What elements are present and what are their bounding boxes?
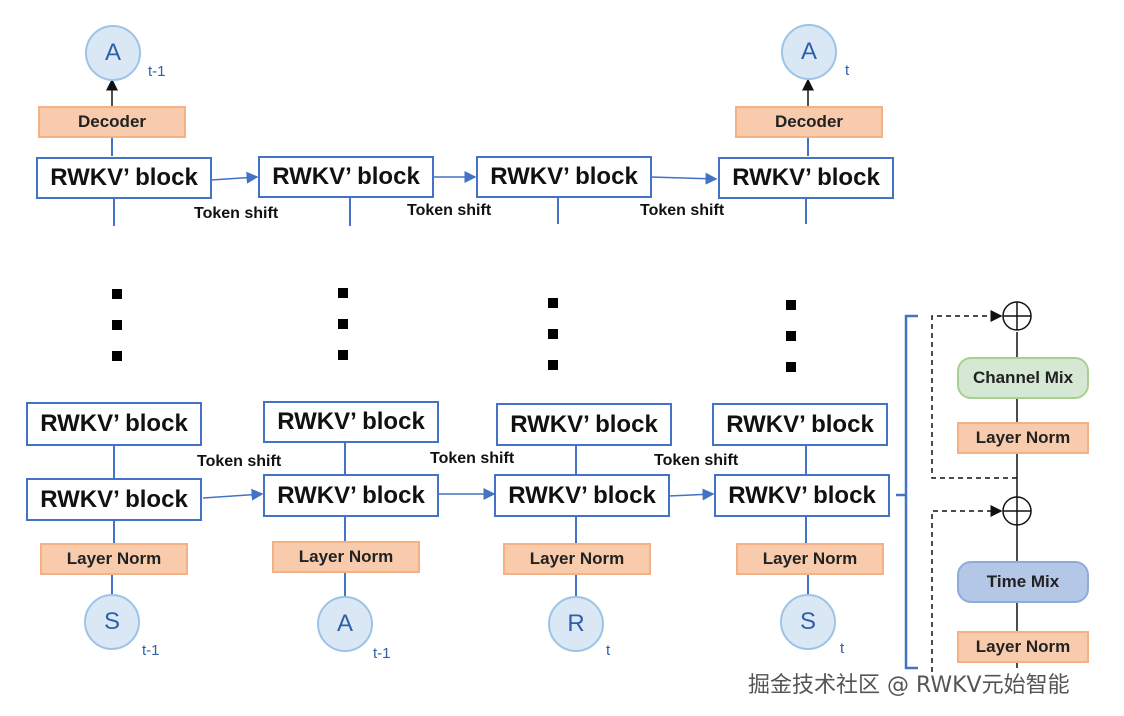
decoder-1: Decoder (38, 106, 186, 138)
bottom-shift-arrow-1 (202, 488, 264, 501)
detail-layer-norm-lower: Layer Norm (957, 631, 1089, 663)
input-subscript-1: t-1 (142, 642, 160, 659)
bottom-lower-rwkv-block-4: RWKV’ block (714, 474, 890, 517)
top-token-shift-2: Token shift (407, 202, 492, 219)
decoder-2: Decoder (735, 106, 883, 138)
output-node-2: A (781, 24, 837, 80)
ellipsis-dots (112, 288, 796, 372)
bottom-lower-rwkv-block-2: RWKV’ block (263, 474, 439, 517)
bottom-shift-arrow-3 (668, 488, 715, 501)
output-subscript-2: t (845, 62, 850, 79)
top-token-shift-3: Token shift (640, 202, 725, 219)
detail-layer-norm-upper: Layer Norm (957, 422, 1089, 454)
output-subscript-1: t-1 (148, 63, 166, 80)
bottom-lower-rwkv-block-1: RWKV’ block (26, 478, 202, 521)
layer-norm-3: Layer Norm (503, 543, 651, 575)
bottom-upper-rwkv-block-4: RWKV’ block (712, 403, 888, 446)
watermark-text: 掘金技术社区 @ RWKV元始智能 (748, 673, 1070, 698)
bottom-token-shift-2: Token shift (430, 450, 515, 467)
residual-path-lower (931, 505, 1003, 672)
input-node-4: S (780, 594, 836, 650)
output-node-1: A (85, 25, 141, 81)
input-subscript-2: t-1 (373, 645, 391, 662)
channel-mix-box: Channel Mix (957, 357, 1089, 399)
layer-norm-4: Layer Norm (736, 543, 884, 575)
top-token-shift-1: Token shift (194, 205, 279, 222)
top-rwkv-block-3: RWKV’ block (476, 156, 652, 198)
residual-path-upper (931, 310, 1017, 479)
top-rwkv-block-4: RWKV’ block (718, 157, 894, 199)
top-shift-arrow-3 (650, 172, 718, 185)
top-rwkv-block-2: RWKV’ block (258, 156, 434, 198)
bottom-token-shift-1: Token shift (197, 453, 282, 470)
input-subscript-4: t (840, 640, 845, 657)
detail-bracket (896, 314, 918, 670)
top-rwkv-block-1: RWKV’ block (36, 157, 212, 199)
time-mix-box: Time Mix (957, 561, 1089, 603)
layer-norm-2: Layer Norm (272, 541, 420, 573)
bottom-upper-rwkv-block-1: RWKV’ block (26, 402, 202, 446)
bottom-upper-rwkv-block-2: RWKV’ block (263, 401, 439, 443)
input-node-3: R (548, 596, 604, 652)
input-subscript-3: t (606, 642, 611, 659)
input-node-1: S (84, 594, 140, 650)
top-shift-arrow-1 (210, 171, 259, 184)
input-node-2: A (317, 596, 373, 652)
bottom-lower-rwkv-block-3: RWKV’ block (494, 474, 670, 517)
bottom-upper-rwkv-block-3: RWKV’ block (496, 403, 672, 446)
bottom-token-shift-3: Token shift (654, 452, 739, 469)
layer-norm-1: Layer Norm (40, 543, 188, 575)
